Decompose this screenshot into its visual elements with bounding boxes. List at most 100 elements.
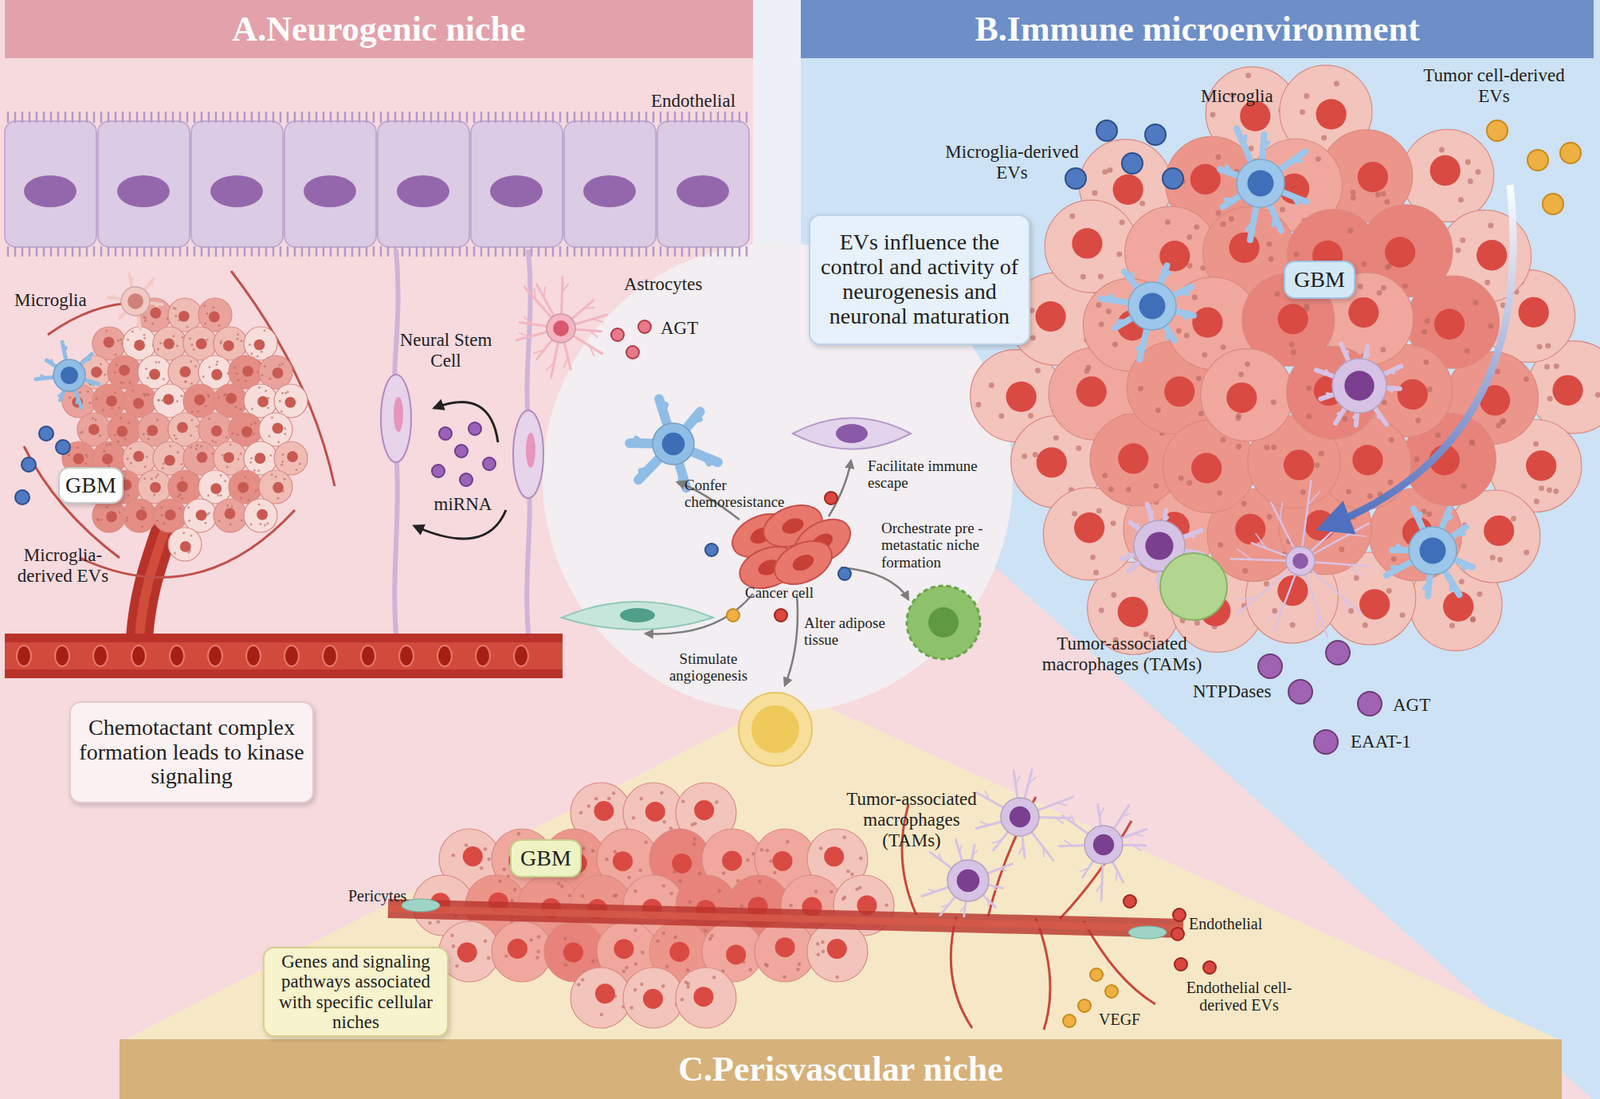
tumor-cell [1552, 488, 1559, 495]
tumor-cell [284, 392, 287, 395]
tumor-cell [1035, 301, 1066, 332]
tumor-cell [709, 933, 714, 938]
neural-stem-cell [393, 396, 404, 432]
tumor-cell [250, 352, 253, 355]
tumor-cell [1380, 191, 1387, 197]
tumor-cell [659, 790, 664, 795]
tumor-cell [594, 796, 599, 801]
tumor-cell [439, 921, 500, 982]
tumor-cell [210, 482, 222, 495]
tumor-cell [1217, 541, 1224, 548]
tumor-cell [239, 497, 243, 500]
tumor-cell [673, 935, 678, 940]
tumor-cell [183, 498, 217, 533]
astrocyte-cell [1267, 609, 1283, 620]
figure-label: Astrocytes [623, 274, 728, 295]
mirna-dot [454, 444, 468, 458]
tumor-cell [570, 967, 632, 1028]
tumor-cell [207, 365, 211, 369]
tumor-cell [498, 878, 502, 883]
tumor-cell [163, 393, 175, 405]
tumor-cell [1235, 443, 1242, 450]
tumor-cell [274, 475, 278, 479]
tumor-cell [163, 337, 175, 350]
tumor-cell [117, 440, 120, 444]
tumor-cell [107, 470, 142, 504]
macrophage-cell [1156, 575, 1160, 580]
extracellular-vesicle [1123, 894, 1137, 908]
tumor-cell [258, 412, 293, 447]
tumor-cell [254, 421, 257, 424]
microglia-cell [1110, 295, 1117, 302]
tumor-cell [159, 341, 162, 345]
tumor-cell [1076, 376, 1107, 407]
tumor-cell [151, 322, 154, 326]
tumor-cell [612, 894, 617, 899]
microglia-cell [1460, 561, 1466, 569]
tumor-cell [1139, 200, 1146, 207]
tumor-cell [1458, 196, 1464, 203]
tumor-cell [236, 433, 240, 436]
tumor-cell [517, 831, 522, 836]
tumor-cell [207, 395, 211, 398]
tumor-cell [122, 498, 157, 533]
tumor-cell [1523, 549, 1530, 556]
extracellular-vesicle [1162, 168, 1184, 189]
macrophage-cell [1160, 552, 1228, 620]
tumor-cell [1388, 436, 1395, 443]
tumor-cell [122, 326, 157, 361]
microglia-cell [662, 432, 686, 456]
macrophage-cell [1145, 531, 1173, 560]
tumor-cell [168, 470, 202, 504]
figure-label: VEGF [1098, 1010, 1163, 1028]
tumor-cell [219, 474, 223, 477]
note-box: EVs influence the control and activity o… [808, 214, 1031, 346]
tumor-cell [1300, 489, 1306, 495]
astrocyte-cell [588, 330, 598, 338]
tumor-cell [552, 847, 557, 852]
tumor-cell [686, 968, 691, 973]
tumor-cell [203, 304, 206, 307]
astrocyte-cell [546, 362, 555, 370]
tumor-cell [242, 365, 254, 377]
effect-arrow [828, 460, 851, 517]
tumor-cell [513, 887, 518, 892]
tumor-cell [529, 937, 534, 942]
tumor-cell [204, 404, 208, 408]
tumor-cell [1035, 367, 1041, 373]
tumor-cell [105, 329, 108, 333]
tumor-cell [842, 835, 847, 840]
tumor-cell [785, 839, 790, 844]
center-art [561, 399, 981, 766]
tumor-cell [1415, 417, 1421, 424]
tumor-box: GBM [58, 466, 124, 504]
tumor-cell [126, 338, 130, 342]
microglia-cell [137, 321, 139, 326]
tumor-cell [714, 800, 719, 804]
tumor-cell [218, 519, 221, 522]
tumor-cell [1108, 486, 1114, 492]
tumor-cell [168, 470, 202, 504]
tumor-cell [137, 470, 172, 504]
tumor-cell [1333, 81, 1340, 87]
tumor-cell [198, 298, 232, 332]
tumor-cell [99, 518, 102, 522]
tumor-cell [764, 962, 769, 967]
tumor-cell [150, 477, 153, 480]
endothelial-layer [4, 121, 97, 248]
tumor-cell [858, 856, 863, 861]
tumor-cell [1241, 501, 1248, 507]
tumor-cell [1198, 411, 1204, 417]
figure-label: Neural Stem Cell [392, 329, 500, 372]
microglia-cell [692, 419, 701, 422]
tumor-cell [1544, 364, 1550, 370]
macrophage-cell [1084, 825, 1123, 864]
tumor-cell [228, 412, 263, 447]
microglia-cell [1179, 292, 1188, 294]
tumor-cell [814, 889, 819, 894]
tumor-cell [1092, 190, 1099, 197]
tumor-cell [591, 959, 596, 964]
niche-panel: GBMGenes and signaling pathways associat… [119, 796, 1562, 1099]
tumor-cell [190, 534, 193, 538]
